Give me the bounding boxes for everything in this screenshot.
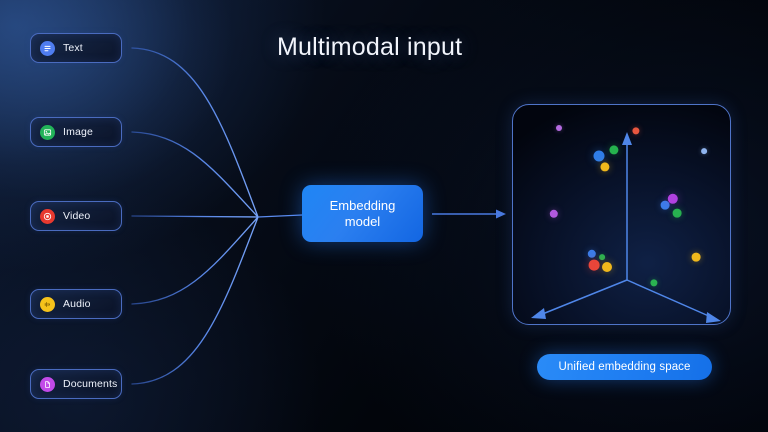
input-chip-image[interactable]: Image: [30, 117, 122, 147]
embedding-point: [609, 145, 619, 155]
input-chip-label: Video: [63, 210, 91, 222]
embedding-point: [701, 148, 707, 154]
input-chip-documents[interactable]: Documents: [30, 369, 122, 399]
embedding-point: [599, 254, 605, 260]
embedding-point: [587, 249, 597, 259]
document-icon: [40, 376, 55, 392]
input-chip-label: Image: [63, 126, 93, 138]
embedding-point: [667, 193, 679, 205]
unified-embedding-space-badge: Unified embedding space: [537, 354, 712, 380]
embedding-point: [660, 200, 670, 210]
unified-embedding-space-label: Unified embedding space: [558, 361, 691, 373]
audio-wave-icon: [40, 296, 55, 312]
embedding-axes: [531, 132, 721, 323]
embedding-point: [556, 125, 562, 131]
embedding-point: [602, 262, 612, 272]
page-title: Multimodal input: [277, 33, 463, 61]
video-play-icon: [40, 208, 55, 224]
photo-icon: [40, 124, 55, 140]
embedding-point: [672, 208, 682, 218]
embedding-point: [632, 127, 640, 135]
embedding-point: [549, 209, 559, 219]
input-chip-video[interactable]: Video: [30, 201, 122, 231]
input-chip-label: Text: [63, 42, 83, 54]
embedding-point: [588, 259, 600, 271]
embedding-point: [650, 279, 658, 287]
embedding-point: [600, 162, 610, 172]
input-chip-label: Documents: [63, 378, 118, 390]
text-lines-icon: [40, 40, 55, 56]
embedding-space-panel: [512, 104, 731, 325]
embedding-model-node[interactable]: Embedding model: [302, 185, 423, 242]
input-chip-text[interactable]: Text: [30, 33, 122, 63]
input-chip-label: Audio: [63, 298, 91, 310]
embedding-point: [593, 150, 605, 162]
embedding-model-label: Embedding model: [329, 197, 396, 229]
input-chip-audio[interactable]: Audio: [30, 289, 122, 319]
embedding-point: [691, 252, 701, 262]
